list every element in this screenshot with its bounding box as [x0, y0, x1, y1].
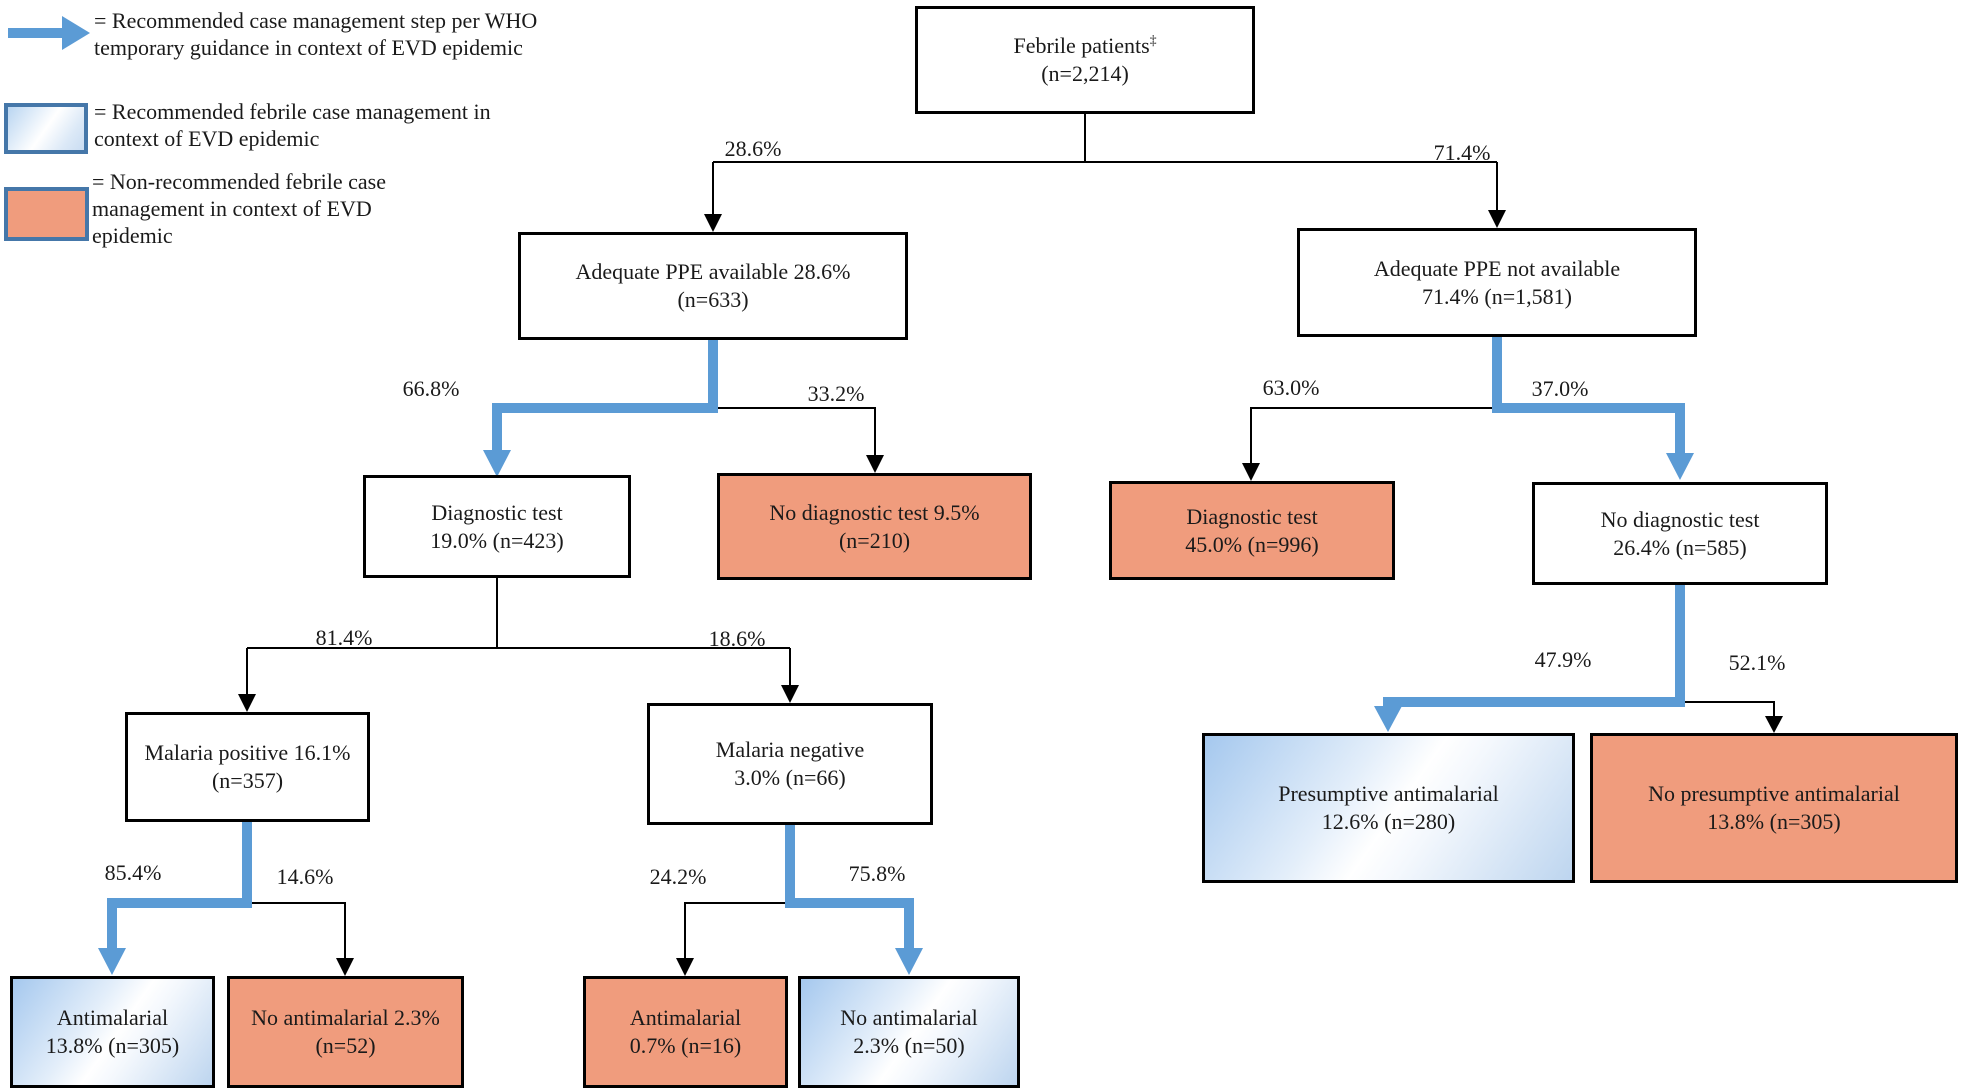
- node-no-diagnostic-test-no-ppe: No diagnostic test 26.4% (n=585): [1532, 482, 1828, 585]
- arrowhead-to-anti-neg: [676, 958, 694, 976]
- edge-nodxright-presumptive-blue: [1383, 585, 1685, 708]
- arrowhead-to-presumptive-blue: [1374, 706, 1402, 732]
- edge-febrile-split: [712, 114, 1498, 216]
- legend-item-non-recommended-management: = Non-recommended febrile case managemen…: [92, 169, 386, 248]
- edge-ppeyes-nodx: [713, 407, 876, 457]
- node-diagnostic-test-ppe: Diagnostic test 19.0% (n=423): [363, 475, 631, 578]
- node-presumptive-antimalarial: Presumptive antimalarial 12.6% (n=280): [1202, 733, 1575, 883]
- node-malaria-positive: Malaria positive 16.1% (n=357): [125, 712, 370, 822]
- edge-label-14-6: 14.6%: [276, 864, 334, 889]
- arrowhead-to-nodx-left: [866, 455, 884, 473]
- node-line: (n=2,214): [1041, 61, 1129, 86]
- blue-arrowheads: [98, 450, 1694, 975]
- edge-label-71-4: 71.4%: [1433, 140, 1491, 165]
- node-line: 19.0% (n=423): [430, 527, 564, 553]
- black-connectors: [246, 114, 1775, 958]
- node-no-presumptive-antimalarial: No presumptive antimalarial 13.8% (n=305…: [1590, 733, 1958, 883]
- legend-item-recommended-management: = Recommended febrile case management in…: [94, 99, 491, 151]
- edge-malpos-noanti: [247, 902, 346, 958]
- arrowhead-to-ppe-yes: [704, 214, 722, 232]
- arrowhead-to-mal-neg: [781, 685, 799, 703]
- edge-ppeno-nodx-blue: [1492, 337, 1685, 455]
- node-line: No antimalarial 2.3%: [251, 1005, 440, 1030]
- node-antimalarial-positive: Antimalarial 13.8% (n=305): [10, 976, 215, 1088]
- black-arrowheads: [238, 210, 1783, 976]
- arrowhead-to-no-anti-pos: [336, 958, 354, 976]
- edge-label-81-4: 81.4%: [315, 625, 373, 650]
- node-line: Malaria positive 16.1%: [144, 740, 351, 765]
- arrowhead-to-anti-pos-blue: [98, 948, 126, 975]
- legend-item-recommended-step: = Recommended case management step per W…: [94, 8, 538, 60]
- node-line: Adequate PPE not available: [1373, 255, 1621, 281]
- node-line: 13.8% (n=305): [45, 1033, 180, 1058]
- arrowhead-to-no-presumptive: [1765, 716, 1783, 733]
- node-line: No diagnostic test: [1600, 506, 1760, 532]
- node-no-antimalarial-positive: No antimalarial 2.3% (n=52): [227, 976, 464, 1088]
- node-line: Antimalarial: [56, 1005, 169, 1030]
- non-recommended-box-swatch: [4, 187, 89, 241]
- arrowhead-to-mal-pos: [238, 694, 256, 712]
- node-no-diagnostic-test-ppe: No diagnostic test 9.5% (n=210): [717, 473, 1032, 580]
- node-line: Diagnostic test: [1186, 503, 1318, 529]
- node-line: No presumptive antimalarial: [1648, 781, 1900, 806]
- node-line: 45.0% (n=996): [1185, 531, 1319, 557]
- edge-label-37-0: 37.0%: [1531, 376, 1589, 401]
- edge-label-63-0: 63.0%: [1262, 375, 1320, 400]
- arrowhead-to-no-anti-neg-blue: [895, 948, 923, 975]
- node-line: 2.3% (n=50): [853, 1033, 965, 1058]
- recommended-box-swatch: [4, 103, 88, 154]
- node-no-antimalarial-negative: No antimalarial 2.3% (n=50): [798, 976, 1020, 1088]
- recommended-arrow-icon: [6, 16, 92, 50]
- node-line: Febrile patients‡: [1013, 32, 1157, 58]
- node-line: 12.6% (n=280): [1321, 809, 1456, 834]
- arrowhead-to-dx-right: [1242, 463, 1260, 481]
- arrow-shaft: [8, 28, 64, 38]
- node-line: 71.4% (n=1,581): [1422, 283, 1572, 309]
- node-line: (n=357): [211, 768, 284, 793]
- node-line: Malaria negative: [715, 737, 865, 762]
- edge-malpos-anti-blue: [107, 822, 252, 950]
- edge-malneg-anti: [684, 902, 790, 958]
- node-line: 3.0% (n=66): [734, 765, 846, 790]
- node-line: Presumptive antimalarial: [1278, 781, 1499, 806]
- edge-label-28-6: 28.6%: [724, 136, 782, 161]
- node-malaria-negative: Malaria negative 3.0% (n=66): [647, 703, 933, 825]
- edge-ppeno-dx: [1250, 407, 1497, 463]
- edge-dxleft-split: [246, 578, 791, 694]
- edge-label-66-8: 66.8%: [402, 376, 460, 401]
- arrowhead-to-ppe-no: [1488, 210, 1506, 228]
- node-line: (n=633): [677, 287, 749, 312]
- node-line: No diagnostic test 9.5%: [769, 499, 980, 525]
- edge-malneg-noanti-blue: [785, 825, 914, 950]
- arrowhead-to-nodx-right-blue: [1666, 453, 1694, 480]
- node-line: No antimalarial: [840, 1005, 978, 1030]
- edge-label-18-6: 18.6%: [708, 626, 766, 651]
- edge-label-47-9: 47.9%: [1534, 647, 1592, 672]
- arrowhead-to-dx-left-blue: [483, 450, 511, 477]
- arrow-head: [62, 16, 90, 50]
- edge-label-24-2: 24.2%: [649, 864, 707, 889]
- node-adequate-ppe-not-available: Adequate PPE not available 71.4% (n=1,58…: [1297, 228, 1697, 337]
- node-line: 26.4% (n=585): [1613, 534, 1747, 560]
- edge-label-85-4: 85.4%: [104, 860, 162, 885]
- node-line: 0.7% (n=16): [629, 1033, 742, 1058]
- node-febrile-patients: Febrile patients‡ (n=2,214): [915, 6, 1255, 114]
- node-line: Diagnostic test: [431, 499, 563, 525]
- node-line: Antimalarial: [629, 1005, 742, 1030]
- node-adequate-ppe-available: Adequate PPE available 28.6% (n=633): [518, 232, 908, 340]
- node-diagnostic-test-no-ppe: Diagnostic test 45.0% (n=996): [1109, 481, 1395, 580]
- blue-recommended-connectors: [107, 337, 1685, 950]
- node-line: (n=52): [315, 1033, 376, 1058]
- edge-label-75-8: 75.8%: [848, 861, 906, 886]
- footnote-mark: ‡: [1149, 32, 1157, 48]
- edge-nodxright-nopresumptive: [1680, 701, 1775, 716]
- edge-label-33-2: 33.2%: [807, 381, 865, 406]
- edge-label-52-1: 52.1%: [1728, 650, 1786, 675]
- node-line: Adequate PPE available 28.6%: [575, 259, 851, 284]
- node-antimalarial-negative: Antimalarial 0.7% (n=16): [583, 976, 788, 1088]
- edge-ppeyes-dx-blue: [492, 340, 718, 452]
- node-line: 13.8% (n=305): [1707, 809, 1841, 834]
- node-line: (n=210): [838, 527, 911, 553]
